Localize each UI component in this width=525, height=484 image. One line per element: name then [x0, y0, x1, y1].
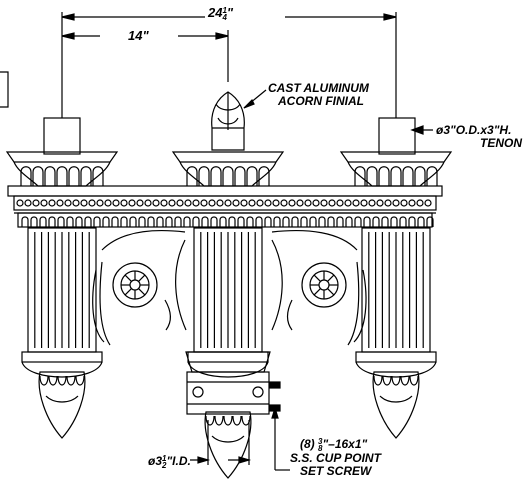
- tenon-leader: [410, 125, 433, 135]
- dimension-overall-width: [61, 12, 397, 118]
- rosettes: [121, 271, 338, 299]
- set-screw-icons: [192, 381, 281, 412]
- capital-0: [5, 151, 119, 187]
- fluted-columns: [21, 227, 437, 378]
- column-0: [21, 227, 103, 378]
- acorn-drops: [38, 371, 420, 479]
- finial-callout-line2: ACORN FINIAL: [278, 94, 364, 108]
- tenon-callout-line2: TENON: [480, 136, 522, 150]
- tenon-callout: ø3"O.D.x3"H. TENON: [436, 124, 522, 150]
- center-to-side-label: 14": [128, 28, 149, 43]
- set-screw-line3: SET SCREW: [300, 464, 372, 478]
- set-screw-line2: S.S. CUP POINT: [290, 451, 381, 465]
- scroll-arms: [92, 230, 367, 346]
- center-collar: [185, 351, 271, 415]
- right-tenon: [378, 117, 416, 155]
- entablature: [7, 185, 443, 228]
- acorn-drop-1: [204, 411, 252, 479]
- finial-callout: CAST ALUMINUM ACORN FINIAL: [268, 82, 369, 108]
- left-tenon: [43, 117, 81, 155]
- acorn-drop-0: [38, 371, 86, 439]
- column-2: [355, 227, 437, 378]
- acorn-drop-2: [372, 371, 420, 439]
- acorn-finial: [211, 91, 245, 151]
- column-capitals: [5, 151, 453, 187]
- finial-callout-line1: CAST ALUMINUM: [268, 81, 369, 95]
- tenon-callout-line1: ø3"O.D.x3"H.: [436, 123, 512, 137]
- id-dimension: [190, 420, 252, 465]
- cut-off-frame: [0, 71, 9, 108]
- capital-2: [339, 151, 453, 187]
- column-1: [187, 227, 269, 378]
- finial-leader: [243, 89, 267, 109]
- set-screw-leader: [271, 405, 290, 471]
- dimension-center-to-side: [61, 30, 229, 82]
- capital-1: [171, 151, 285, 187]
